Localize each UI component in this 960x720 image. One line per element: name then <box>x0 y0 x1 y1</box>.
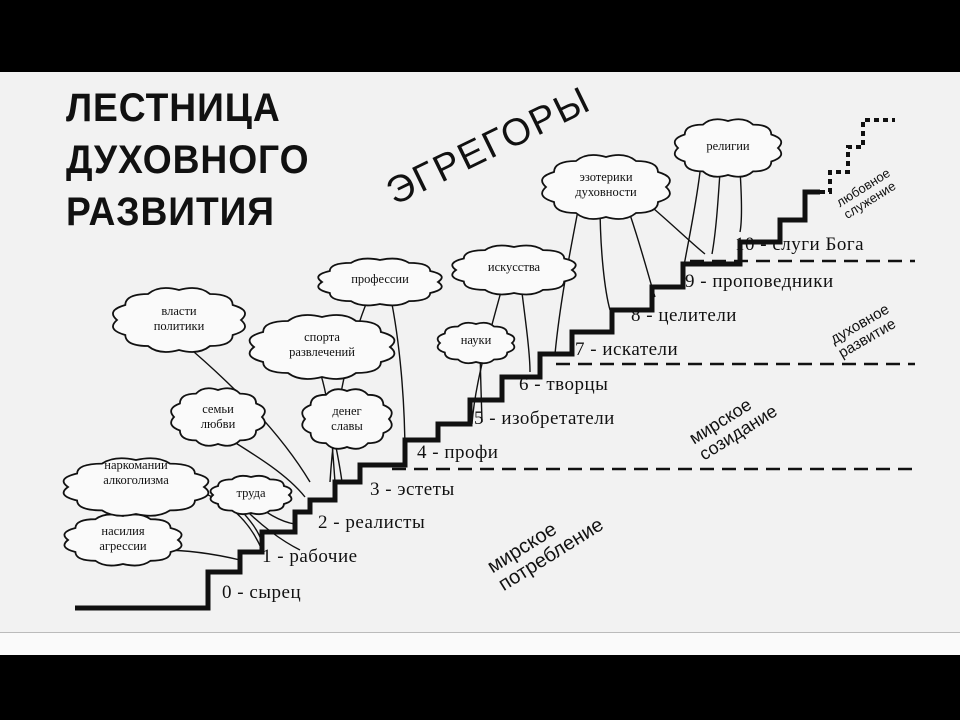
cloud-addiction <box>62 457 210 517</box>
cloud-power <box>112 287 246 353</box>
cloud-profession <box>317 257 443 307</box>
cloud-esoterics <box>541 154 671 220</box>
step-label-1: 1 - рабочие <box>262 546 358 567</box>
step-label-2: 2 - реалисты <box>318 512 426 533</box>
staircase <box>75 189 820 611</box>
cloud-label-profession: профессии <box>351 272 409 286</box>
cloud-label-labor: труда <box>236 486 266 500</box>
step-label-5: 5 - изобретатели <box>474 408 615 429</box>
step-label-0: 0 - сырец <box>222 582 302 603</box>
bottom-stripe <box>0 632 960 655</box>
cloud-label-art: искусства <box>487 260 541 274</box>
step-label-10: 10 - слуги Бога <box>735 234 865 255</box>
diagram-panel: ЛЕСТНИЦА ДУХОВНОГО РАЗВИТИЯ ЭГРЕГОРЫ 0 -… <box>0 72 960 632</box>
step-label-8: 8 - целители <box>631 305 737 326</box>
cloud-labor <box>209 474 293 516</box>
staircase-continuation <box>820 118 895 194</box>
title-line-2: ДУХОВНОГО <box>66 138 310 182</box>
title-line-1: ЛЕСТНИЦА <box>66 86 281 130</box>
cloud-science <box>436 321 516 365</box>
cloud-violence <box>63 513 183 567</box>
cloud-label-science: науки <box>460 333 492 347</box>
cloud-family <box>170 387 266 447</box>
cloud-sport <box>248 314 396 380</box>
step-label-3: 3 - эстеты <box>370 479 455 500</box>
cloud-art <box>451 244 577 296</box>
cloud-label-religion: религии <box>706 139 750 153</box>
cloud-money <box>301 388 393 450</box>
cloud-religion <box>673 118 783 178</box>
title-line-3: РАЗВИТИЯ <box>66 190 275 234</box>
staircase-diagram <box>62 118 915 611</box>
step-label-6: 6 - творцы <box>519 374 609 395</box>
step-label-9: 9 - проповедники <box>685 271 834 292</box>
step-label-4: 4 - профи <box>417 442 499 463</box>
step-label-7: 7 - искатели <box>575 339 679 360</box>
